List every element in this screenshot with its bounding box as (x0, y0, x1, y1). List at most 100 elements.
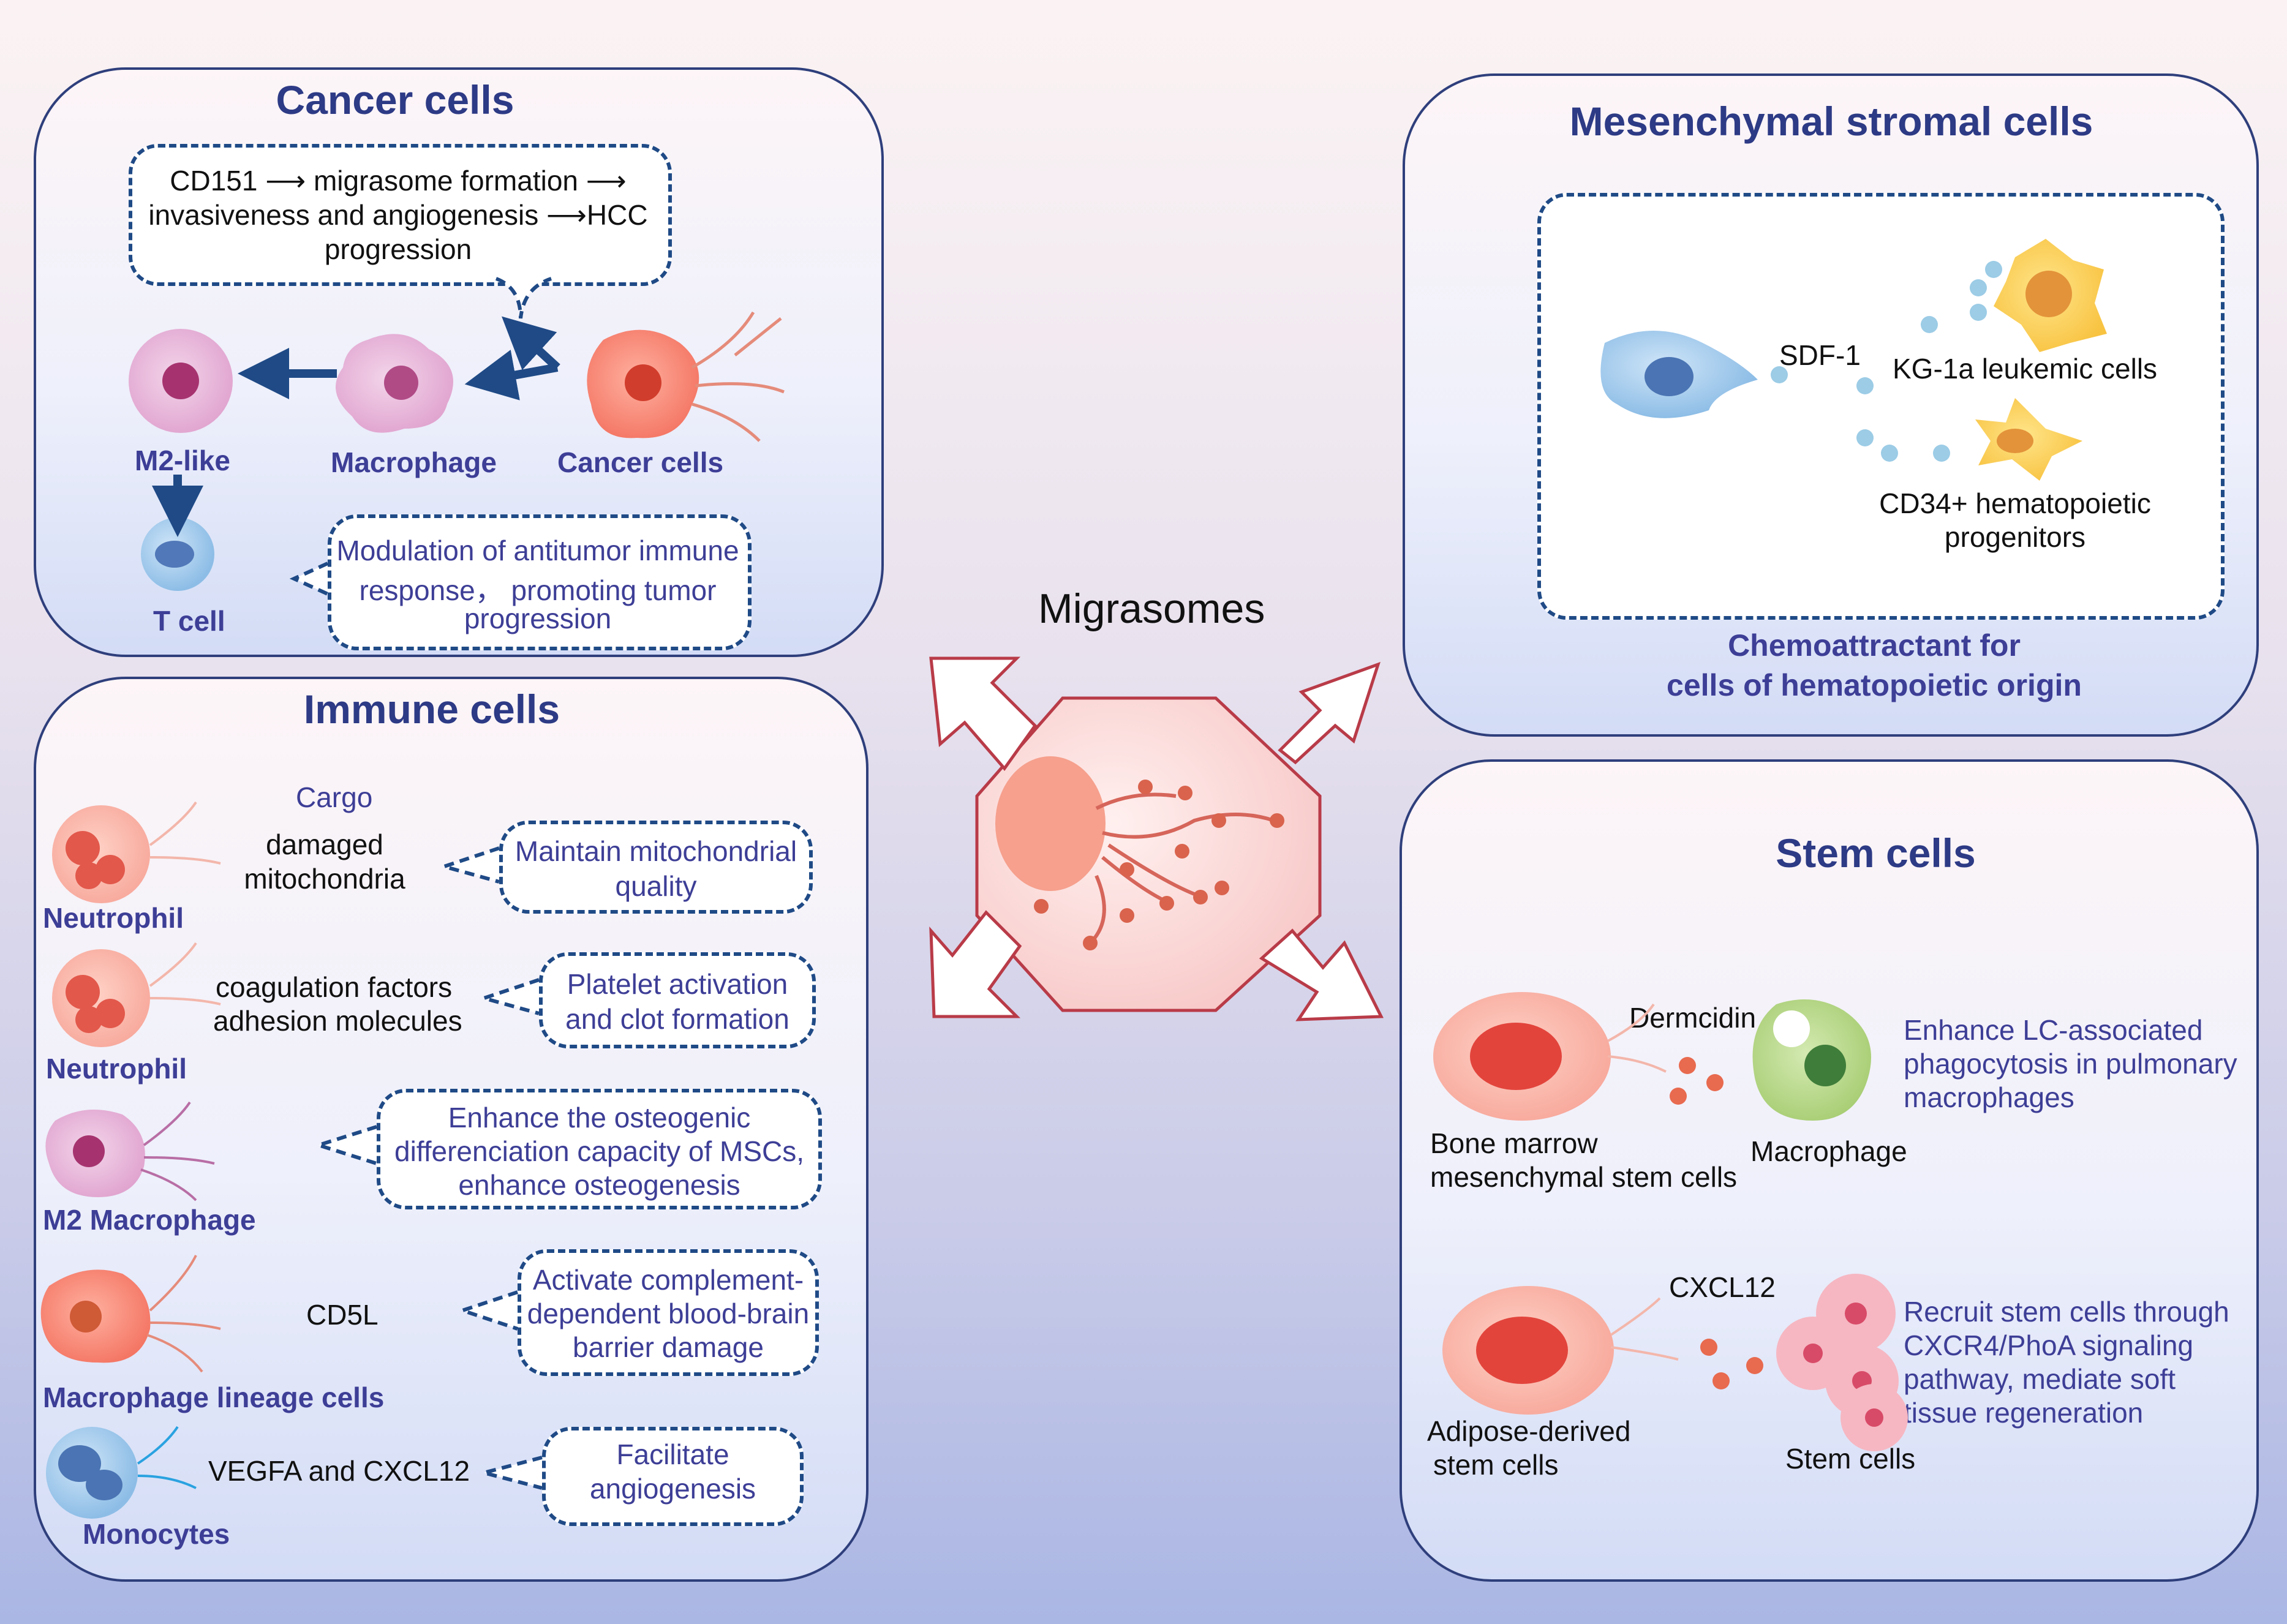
stem-cells-label: Stem cells (1785, 1443, 1916, 1475)
neutrophil-icon-1 (52, 801, 221, 903)
pulmonary-macrophage-icon (1752, 999, 1871, 1121)
cancer-note-line-2: response， promoting tumor (359, 574, 717, 606)
center-title: Migrasomes (1038, 585, 1265, 632)
stem-macrophage-label: Macrophage (1750, 1135, 1907, 1167)
bm-msc-label-line-1: Bone marrow (1430, 1127, 1598, 1159)
cargo-row-5: VEGFA and CXCL12 (208, 1455, 470, 1487)
macrophage-lineage-icon (40, 1255, 221, 1373)
lc-effect-line-2: phagocytosis in pulmonary (1904, 1048, 2237, 1080)
effect-box-5 (542, 1427, 804, 1526)
bone-marrow-msc-icon (1433, 992, 1667, 1121)
big-arrow-to-immune (929, 910, 1022, 1018)
effect-2-line-2: and clot formation (565, 1003, 789, 1035)
dermcidin-dots-icon (1670, 1057, 1724, 1105)
immune-title: Immune cells (303, 686, 560, 732)
arrow-cancer-to-macrophage (464, 350, 559, 400)
recruit-line-2: CXCR4/PhoA signaling (1904, 1329, 2194, 1361)
callout-tail (437, 846, 500, 884)
effect-1-line-2: quality (615, 870, 697, 902)
cargo-row-4: CD5L (306, 1299, 379, 1331)
cd34-progenitor-icon (1975, 398, 2082, 481)
big-arrow-to-cancer (929, 656, 1038, 772)
callout-tail (289, 562, 329, 596)
cxcl12-label: CXCL12 (1669, 1271, 1776, 1303)
effect-2-line-1: Platelet activation (567, 968, 788, 1000)
label-macrophage: Macrophage (331, 446, 497, 478)
cargo-heading: Cargo (296, 781, 373, 813)
stromal-cell-icon (1600, 331, 1758, 418)
stem-panel (1400, 759, 2259, 1582)
callout-tail (477, 1456, 543, 1490)
label-macrophage-lineage: Macrophage lineage cells (43, 1382, 385, 1413)
lc-effect-line-3: macrophages (1904, 1081, 2074, 1113)
cargo-row-1-line-1: damaged (266, 829, 383, 860)
cancer-note-box (328, 514, 752, 650)
label-cancer-cells: Cancer cells (557, 446, 724, 478)
bm-msc-label-line-2: mesenchymal stem cells (1430, 1161, 1738, 1193)
monocyte-icon (46, 1426, 197, 1519)
cancer-mechanism-line-1: CD151 ⟶ migrasome formation ⟶ (170, 165, 627, 197)
msc-caption-line-2: cells of hematopoietic origin (1667, 668, 2082, 702)
msc-title: Mesenchymal stromal cells (1569, 99, 2093, 144)
callout-tail (495, 277, 552, 319)
effect-5-line-2: angiogenesis (589, 1473, 756, 1505)
cd34-label-line-1: CD34+ hematopoietic (1879, 487, 2151, 519)
adipose-label-line-2: stem cells (1433, 1449, 1559, 1481)
effect-1-line-1: Maintain mitochondrial (514, 835, 797, 867)
stem-title: Stem cells (1776, 830, 1976, 876)
cargo-row-2-line-2: adhesion molecules (213, 1005, 462, 1037)
label-m2-like: M2-like (135, 445, 230, 476)
kg1a-label: KG-1a leukemic cells (1893, 353, 2158, 385)
effect-4-line-2: dependent blood-brain (527, 1298, 810, 1329)
label-neutrophil-2: Neutrophil (46, 1053, 187, 1085)
effect-4-line-3: barrier damage (573, 1331, 764, 1363)
cancer-title: Cancer cells (276, 77, 514, 122)
label-m2-macrophage: M2 Macrophage (43, 1204, 256, 1236)
msc-caption-line-1: Chemoattractant for (1728, 628, 2021, 663)
arrow-cancer-to-box (502, 316, 560, 371)
effect-box-3 (377, 1089, 822, 1209)
cd34-label-line-2: progenitors (1944, 521, 2086, 553)
recruited-stem-cells-icon (1776, 1274, 1908, 1451)
sdf1-dots-icon (1771, 261, 2002, 462)
m2-macrophage-icon (45, 1101, 215, 1201)
callout-tail (477, 978, 540, 1015)
m2-like-cell-icon (129, 329, 233, 433)
cargo-row-2-line-1: coagulation factors (216, 971, 453, 1003)
cxcl12-dots-icon (1700, 1339, 1763, 1389)
label-t-cell: T cell (153, 605, 225, 637)
migrasome-cell-icon (995, 756, 1284, 950)
big-arrow-to-msc (1278, 661, 1381, 765)
effect-4-line-1: Activate complement- (532, 1264, 804, 1296)
sdf1-label: SDF-1 (1779, 339, 1861, 371)
label-monocytes: Monocytes (83, 1518, 230, 1550)
cancer-note-line-3: progression (464, 603, 612, 634)
effect-box-4 (518, 1249, 819, 1376)
cancer-cell-icon (587, 311, 785, 442)
effect-3-line-2: differenciation capacity of MSCs, (394, 1135, 805, 1167)
big-arrow-to-stem (1259, 928, 1384, 1021)
macrophage-cell-icon (336, 334, 453, 433)
adipose-stem-cell-icon (1442, 1286, 1679, 1415)
adipose-label-line-1: Adipose-derived (1427, 1415, 1631, 1447)
cancer-mechanism-line-2: invasiveness and angiogenesis ⟶HCC (148, 199, 648, 231)
t-cell-icon (141, 517, 214, 591)
callout-tail (312, 1125, 377, 1165)
lc-effect-line-1: Enhance LC-associated (1904, 1014, 2203, 1046)
neutrophil-icon-2 (52, 942, 221, 1047)
cancer-mechanism-box (129, 144, 672, 286)
callout-tail (456, 1290, 518, 1331)
cancer-mechanism-line-3: progression (324, 233, 472, 265)
effect-box-2 (539, 952, 816, 1048)
cancer-note-line-1: Modulation of antitumor immune (336, 535, 739, 566)
effect-3-line-3: enhance osteogenesis (458, 1169, 740, 1201)
recruit-line-1: Recruit stem cells through (1904, 1296, 2229, 1328)
kg1a-cell-icon (1994, 239, 2107, 352)
recruit-line-4: tissue regeneration (1904, 1397, 2144, 1429)
effect-3-line-1: Enhance the osteogenic (448, 1102, 751, 1133)
label-neutrophil-1: Neutrophil (43, 902, 184, 934)
effect-box-1 (499, 821, 813, 914)
recruit-line-3: pathway, mediate soft (1904, 1363, 2176, 1395)
